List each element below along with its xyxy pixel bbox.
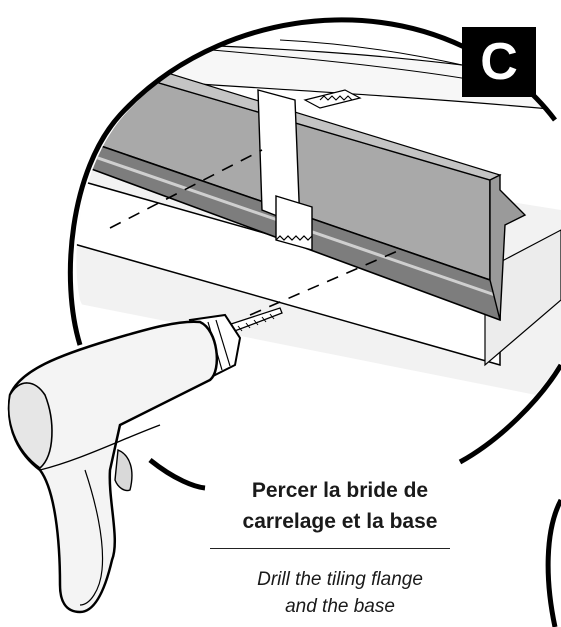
tiling-flange-lip-highlight [76, 136, 496, 297]
tape-strip-top [303, 89, 362, 109]
tape-serrated-edge [275, 235, 313, 241]
caption-french-line-2: carrelage et la base [242, 510, 438, 533]
caption-divider [210, 548, 450, 549]
drill-body-shade [39, 424, 161, 471]
drill-rear-cap [8, 382, 53, 470]
base-right-face [484, 229, 561, 367]
caption-english: Drill the tiling flange and the base [195, 566, 485, 620]
drill-grip [79, 469, 104, 606]
drill-trigger [114, 448, 133, 492]
caption-french-line-1: Percer la bride de [251, 479, 429, 502]
drill-bit-spiral [237, 313, 275, 332]
caption-english-line-2: and the base [285, 596, 395, 617]
tape-top-serrated [319, 95, 353, 101]
caption-english-line-1: Drill the tiling flange [257, 569, 423, 590]
tiling-flange-end [489, 173, 527, 321]
adjacent-circle-outline [545, 498, 561, 627]
dashed-line-top [109, 149, 263, 229]
drill-body [7, 320, 218, 614]
step-badge: C [462, 27, 536, 97]
caption-french: Percer la bride de carrelage et la base [195, 475, 485, 537]
magnifier-outline-right [458, 363, 561, 465]
drill [7, 307, 283, 614]
magnifier-outline-lower [148, 458, 206, 491]
dashed-line-bottom [249, 249, 401, 316]
